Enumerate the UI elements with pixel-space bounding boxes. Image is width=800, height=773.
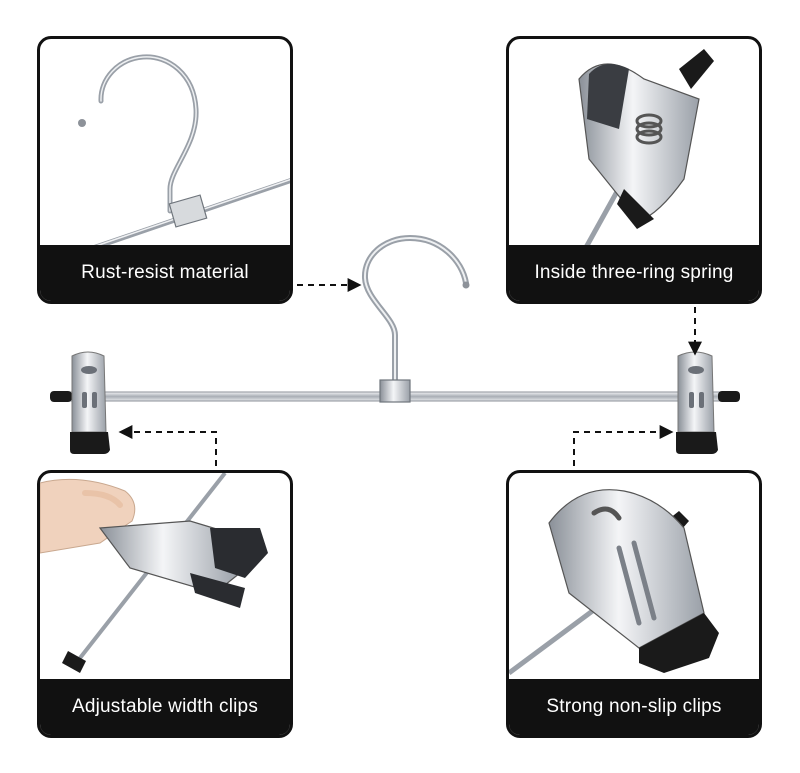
arrow-nonslip-to-right-clip	[573, 425, 674, 466]
caption-adjustable: Adjustable width clips	[40, 679, 290, 735]
spring-clip-icon	[578, 49, 714, 251]
right-clip	[676, 351, 718, 454]
feature-panel-spring: Inside three-ring spring	[506, 36, 762, 304]
feature-panel-adjustable: Adjustable width clips	[37, 470, 293, 738]
caption-rust-resist: Rust-resist material	[40, 245, 290, 301]
hand-sliding-clip-icon	[40, 473, 268, 673]
left-clip	[70, 351, 110, 454]
hook-closeup-icon	[78, 54, 290, 251]
caption-nonslip: Strong non-slip clips	[509, 679, 759, 735]
grip-clip-icon	[509, 489, 719, 676]
hanger-hook	[361, 234, 470, 403]
feature-panel-rust-resist: Rust-resist material	[37, 36, 293, 304]
caption-spring: Inside three-ring spring	[509, 245, 759, 301]
arrow-adjustable-to-left-clip	[118, 425, 217, 466]
connector-arrows	[118, 278, 702, 466]
feature-panel-nonslip: Strong non-slip clips	[506, 470, 762, 738]
